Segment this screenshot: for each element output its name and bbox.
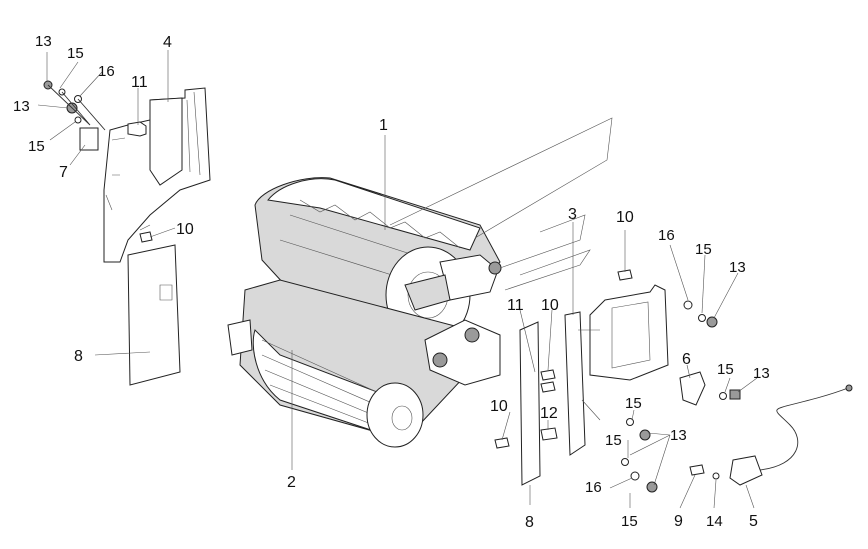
bracket-plate-4	[149, 97, 183, 186]
bolt-11-upper	[127, 121, 147, 137]
bolt-9	[689, 464, 705, 476]
callout-13-top: 13	[35, 33, 52, 50]
callout-13-lower: 13	[670, 427, 687, 444]
callout-12: 12	[540, 405, 558, 422]
callout-15-b: 15	[605, 432, 622, 449]
callout-2: 2	[287, 474, 296, 491]
callout-10-middle: 10	[541, 297, 559, 314]
callout-10-lower: 10	[490, 398, 508, 415]
callout-11-middle: 11	[507, 297, 524, 314]
callout-13-sensor: 13	[753, 365, 770, 382]
nut-13-sensor	[729, 389, 741, 400]
callout-14: 14	[706, 513, 723, 530]
washer-15-right	[698, 314, 706, 322]
callout-6: 6	[682, 351, 691, 368]
callout-4: 4	[163, 34, 172, 51]
callout-10-left: 10	[176, 221, 194, 238]
washer-15-b	[621, 458, 629, 466]
cover-plate-8-middle	[519, 321, 541, 486]
roller-gear-housing	[424, 319, 501, 386]
left-bracket-assembly	[43, 80, 211, 263]
washer-14	[712, 472, 720, 480]
nut-13-b	[646, 481, 658, 493]
nut-13-right	[706, 316, 718, 328]
bolt-10-upper	[139, 231, 153, 243]
washer-15-sensor	[719, 392, 727, 400]
callout-1: 1	[379, 117, 388, 134]
callout-7: 7	[59, 164, 68, 181]
bolt-10-middle	[540, 369, 556, 381]
washer-15-mid	[74, 116, 82, 124]
nut-13-a	[639, 429, 651, 441]
right-bracket-3	[564, 284, 669, 456]
right-fasteners	[617, 269, 853, 493]
callout-3: 3	[568, 206, 577, 223]
callout-15-sensor: 15	[717, 361, 734, 378]
washer-15-a	[626, 418, 634, 426]
callout-13-right: 13	[729, 259, 746, 276]
callout-15-a: 15	[625, 395, 642, 412]
lower-roller-2	[227, 279, 501, 448]
callout-16-lower: 16	[585, 479, 602, 496]
callout-15-right: 15	[695, 241, 712, 258]
callout-labels: 1 2 3 4 5 6 7 8 8 9 10 10 10 10 11 11 12…	[13, 33, 770, 531]
sensor-5	[729, 455, 763, 486]
callout-8-middle: 8	[525, 514, 534, 531]
washer-16-right	[683, 300, 693, 310]
callout-8-left: 8	[74, 348, 83, 365]
bolt-12	[540, 427, 558, 441]
callout-5: 5	[749, 513, 758, 530]
roller-end-cap	[366, 382, 424, 448]
sensor-cable	[759, 387, 849, 471]
bolt-10-right	[617, 269, 633, 281]
callout-13-mid: 13	[13, 98, 30, 115]
cover-plate-8-left	[127, 244, 181, 386]
washer-16-lower	[630, 471, 640, 481]
middle-bolts	[494, 369, 558, 449]
callout-11-left: 11	[131, 74, 148, 91]
callout-15-mid: 15	[28, 138, 45, 155]
bracket-clip-7	[79, 127, 99, 151]
leader-lines	[37, 50, 758, 509]
callout-10-right: 10	[616, 209, 634, 226]
callout-15-bottom: 15	[621, 513, 638, 530]
callout-9: 9	[674, 513, 683, 530]
bolt-10-lower	[494, 437, 510, 449]
sensor-housing-6	[679, 371, 706, 406]
drum-shaft-end	[488, 261, 502, 275]
roller-side-bracket	[227, 319, 253, 356]
callout-16-right: 16	[658, 227, 675, 244]
callout-16-top: 16	[98, 63, 115, 80]
callout-15-top: 15	[67, 45, 84, 62]
